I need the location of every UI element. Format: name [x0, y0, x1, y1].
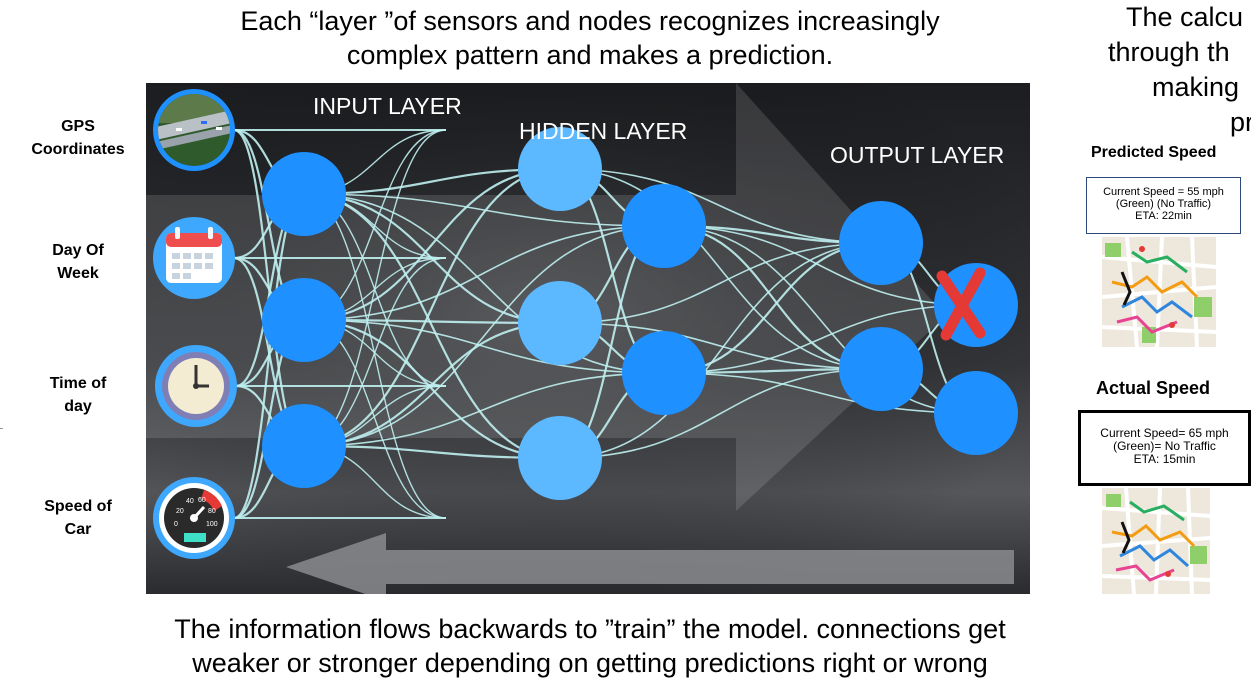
- calendar-icon: [153, 217, 235, 299]
- predicted-route-map: [1102, 237, 1216, 347]
- input-node: [262, 278, 346, 362]
- connection-line: [559, 322, 882, 370]
- top-caption-line-2: complex pattern and makes a prediction.: [346, 40, 834, 70]
- connection-line: [303, 225, 665, 447]
- input-label-speed: Speed of Car: [18, 495, 138, 541]
- right-caption-line-3: making: [1152, 72, 1240, 102]
- hidden-node: [518, 127, 602, 211]
- connection-line: [303, 167, 561, 196]
- output-layer-label: OUTPUT LAYER: [830, 142, 1005, 168]
- input-label-time-line-1: Time of: [49, 375, 107, 392]
- output-node: [839, 327, 923, 411]
- input-label-speed-line-2: Car: [64, 521, 92, 538]
- connection-line: [559, 168, 882, 244]
- input-label-time: Time of day: [18, 372, 138, 418]
- connection-line: [303, 193, 665, 227]
- connection-line: [303, 193, 665, 374]
- actual-speed-line-2: (Green)= No Traffic: [1113, 439, 1216, 453]
- input-label-day: Day Of Week: [18, 239, 138, 285]
- connection-line: [303, 192, 561, 460]
- connection-line: [303, 167, 561, 448]
- connection-line: [303, 444, 561, 460]
- right-caption-line-4: pr: [1230, 107, 1251, 137]
- predicted-speed-title: Predicted Speed: [1091, 144, 1217, 161]
- speedometer-icon: 20 40 60 80 0 100: [153, 477, 235, 559]
- input-label-day-line-2: Week: [57, 265, 99, 282]
- connection-line: [663, 304, 977, 374]
- predicted-speed-box: Current Speed = 55 mph (Green) (No Traff…: [1086, 177, 1241, 234]
- bottom-caption-line-2: weaker or stronger depending on getting …: [192, 648, 988, 678]
- connection-line: [559, 242, 882, 324]
- predicted-speed-line-1: Current Speed = 55 mph: [1103, 186, 1224, 198]
- neural-network-panel: 20 40 60 80 0 100 INPUT LAYER HIDDEN LAY…: [146, 83, 1030, 594]
- hidden-node: [518, 281, 602, 365]
- output-node: [934, 371, 1018, 455]
- hidden-node: [622, 331, 706, 415]
- input-layer-label: INPUT LAYER: [313, 93, 462, 119]
- connection-line: [303, 318, 561, 460]
- bottom-caption: The information flows backwards to ”trai…: [100, 612, 1080, 680]
- connection-line: [303, 318, 561, 325]
- predicted-speed-line-2: (Green) (No Traffic): [1115, 198, 1212, 210]
- tick-80: 80: [208, 508, 216, 515]
- hidden-node: [622, 184, 706, 268]
- connection-line: [303, 167, 561, 322]
- tick-20: 20: [176, 508, 184, 515]
- aerial-highway-icon: [153, 89, 235, 171]
- right-caption-line-1: The calcu: [1126, 2, 1244, 32]
- input-node: [262, 152, 346, 236]
- stray-mark: [0, 428, 3, 429]
- network-diagram: 20 40 60 80 0 100: [146, 83, 1030, 594]
- right-caption-line-2: through th: [1108, 37, 1230, 67]
- wrong-prediction-icon: [936, 267, 986, 341]
- connection-line: [663, 225, 977, 414]
- backward-arrow: [286, 533, 1014, 594]
- input-label-time-line-2: day: [64, 398, 92, 415]
- connection-line: [303, 372, 665, 447]
- top-caption: Each “layer ”of sensors and nodes recogn…: [170, 4, 1010, 72]
- input-label-day-line-1: Day Of: [52, 242, 104, 259]
- actual-speed-line-3: ETA: 15min: [1133, 452, 1196, 466]
- input-label-gps: GPS Coordinates: [18, 115, 138, 161]
- hidden-layer-label: HIDDEN LAYER: [519, 118, 688, 144]
- actual-speed-line-1: Current Speed= 65 mph: [1100, 426, 1229, 440]
- tick-100: 100: [206, 521, 218, 528]
- top-caption-line-1: Each “layer ”of sensors and nodes recogn…: [240, 6, 940, 36]
- clock-icon: [155, 345, 237, 427]
- connection-line: [559, 242, 882, 459]
- nodes-group: [262, 127, 1018, 500]
- connection-line: [663, 372, 977, 414]
- tick-40: 40: [186, 498, 194, 505]
- bottom-caption-line-1: The information flows backwards to ”trai…: [174, 614, 1006, 644]
- actual-speed-box: Current Speed= 65 mph (Green)= No Traffi…: [1078, 410, 1251, 486]
- right-caption: The calcu through th making pr: [1100, 0, 1251, 140]
- tick-0: 0: [174, 521, 178, 528]
- input-label-gps-line-2: Coordinates: [31, 141, 125, 158]
- input-label-speed-line-1: Speed of: [44, 498, 112, 515]
- actual-route-map: [1102, 488, 1210, 594]
- connection-line: [559, 168, 882, 370]
- predicted-speed-line-3: ETA: 22min: [1135, 210, 1192, 222]
- input-node: [262, 404, 346, 488]
- input-label-gps-line-1: GPS: [61, 118, 95, 135]
- actual-speed-title: Actual Speed: [1096, 378, 1211, 398]
- output-node: [839, 201, 923, 285]
- connection-line: [559, 368, 882, 459]
- hidden-node: [518, 416, 602, 500]
- tick-60: 60: [198, 497, 206, 504]
